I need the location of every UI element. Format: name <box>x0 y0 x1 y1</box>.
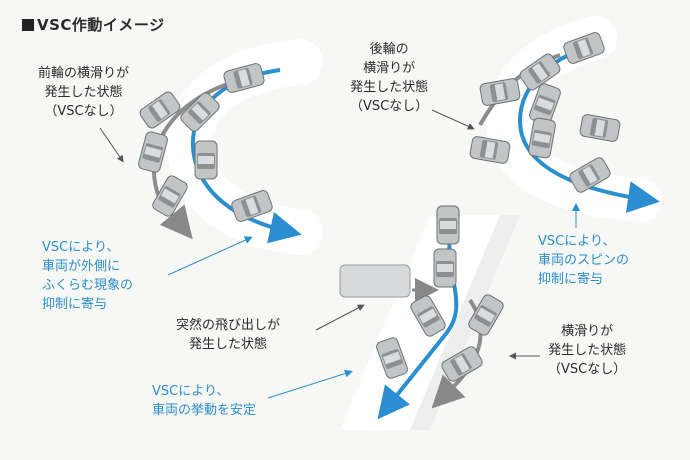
label-vsc-spin: VSCにより、 車両のスピンの 抑制に寄与 <box>538 234 630 287</box>
leader-vsc-stable <box>267 369 353 399</box>
scene-lane-change <box>339 205 520 430</box>
leader-rear-slip <box>431 109 475 130</box>
label-sudden: 突然の飛び出しが 発生した状態 <box>176 318 281 352</box>
label-rear-slip: 後輪の 横滑りが 発生した状態 （VSCなし） <box>350 42 429 114</box>
label-front-slip: 前輪の横滑りが 発生した状態 （VSCなし） <box>38 66 130 119</box>
title-square-icon <box>22 19 34 31</box>
label-side-slip: 横滑りが 発生した状態 （VSCなし） <box>548 324 627 377</box>
label-vsc-stable: VSCにより、 車両の挙動を安定 <box>152 384 257 418</box>
leader-sudden <box>315 304 365 331</box>
title-text: VSC作動イメージ <box>37 16 165 34</box>
page-title: VSC作動イメージ <box>22 14 165 35</box>
scene-rear-slip <box>468 16 662 222</box>
leader-front-slip <box>99 127 124 163</box>
label-vsc-outward: VSCにより、 車両が外側に ふくらむ現象の 抑制に寄与 <box>42 240 134 312</box>
leader-vsc-outward <box>167 236 253 276</box>
scene-front-slip <box>136 39 323 255</box>
